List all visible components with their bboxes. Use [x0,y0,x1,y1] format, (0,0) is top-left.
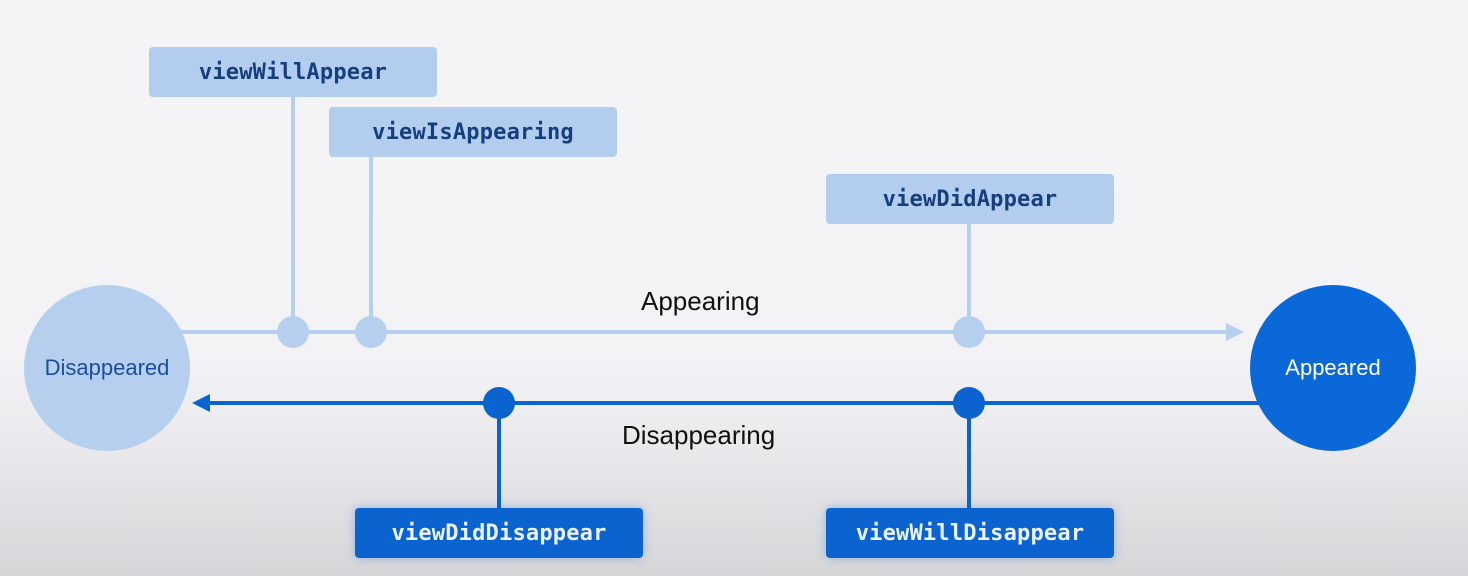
view-is-appearing-label: viewIsAppearing [372,119,574,145]
disappeared-state-label: Disappeared [44,355,170,380]
appearing-transition-label: Appearing [641,286,760,316]
appeared-state-label: Appeared [1285,355,1381,380]
will-disappear-dot [953,387,985,419]
view-will-disappear-box: viewWillDisappear [826,508,1114,558]
view-did-disappear-box: viewDidDisappear [355,508,643,558]
view-will-disappear-label: viewWillDisappear [855,520,1085,546]
disappearing-transition-label: Disappearing [622,420,776,450]
will-appear-dot [277,316,309,348]
view-will-appear-label: viewWillAppear [198,59,388,85]
view-did-appear-label: viewDidAppear [882,186,1058,212]
is-appearing-dot [355,316,387,348]
view-is-appearing-box: viewIsAppearing [329,107,617,157]
appeared-state: Appeared [1250,285,1416,451]
did-disappear-dot [483,387,515,419]
appearing-arrowhead [1226,323,1244,341]
did-appear-dot [953,316,985,348]
view-did-disappear-label: viewDidDisappear [391,520,607,546]
view-will-appear-box: viewWillAppear [149,47,437,97]
disappeared-state: Disappeared [24,285,190,451]
disappearing-arrowhead [192,394,210,412]
view-did-appear-box: viewDidAppear [826,174,1114,224]
